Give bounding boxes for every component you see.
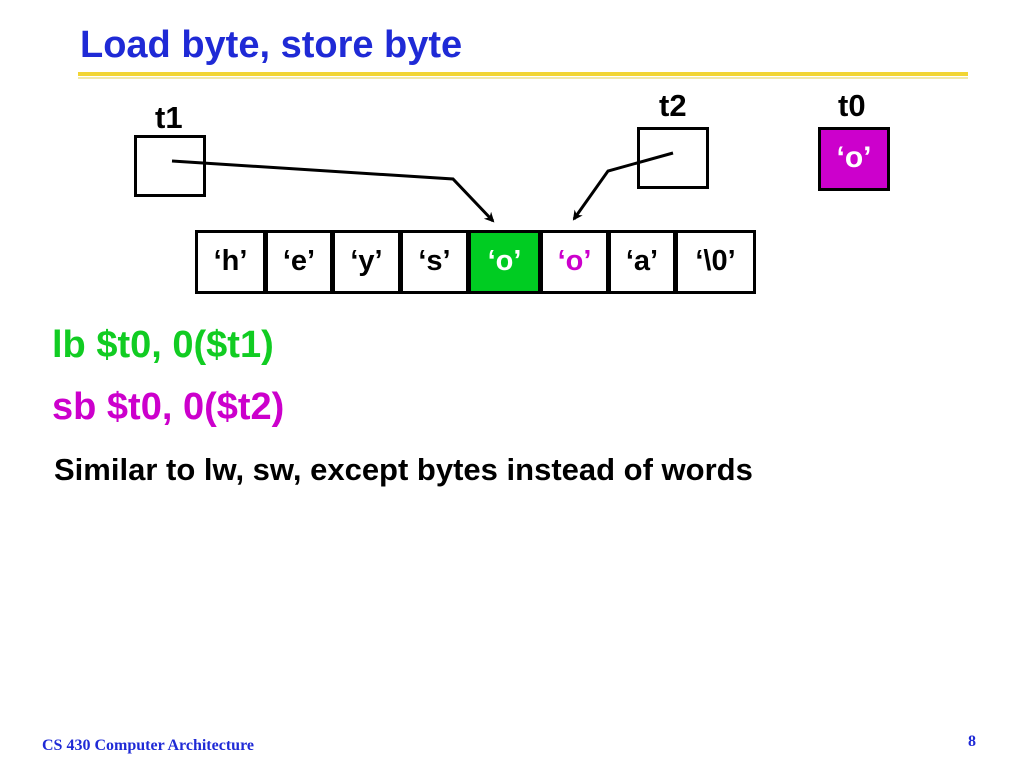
register-t1-label: t1 [155,100,183,135]
slide-title: Load byte, store byte [80,24,463,66]
page-number: 8 [968,733,976,750]
title-underline-shadow [78,77,968,79]
t1-pointer-arrow [171,159,495,223]
load-byte-instruction: lb $t0, 0($t1) [52,324,274,366]
register-t2-label: t2 [659,88,687,123]
store-byte-instruction: sb $t0, 0($t2) [52,386,285,428]
register-t0-box: ‘o’ [818,127,890,191]
course-footer: CS 430 Computer Architecture [42,737,254,754]
memory-cell: ‘a’ [608,230,676,294]
title-underline [78,72,968,76]
memory-cell: ‘s’ [400,230,469,294]
register-t0-label: t0 [838,88,866,123]
memory-cell: ‘h’ [195,230,266,294]
memory-cell-stored: ‘o’ [540,230,609,294]
memory-cell: ‘y’ [332,230,401,294]
register-t2-box [637,127,709,189]
memory-cell: ‘e’ [265,230,333,294]
register-t1-box [134,135,206,197]
memory-cell: ‘\0’ [675,230,756,294]
explanation-text: Similar to lw, sw, except bytes instead … [54,452,753,487]
memory-cell-loaded: ‘o’ [468,230,541,294]
